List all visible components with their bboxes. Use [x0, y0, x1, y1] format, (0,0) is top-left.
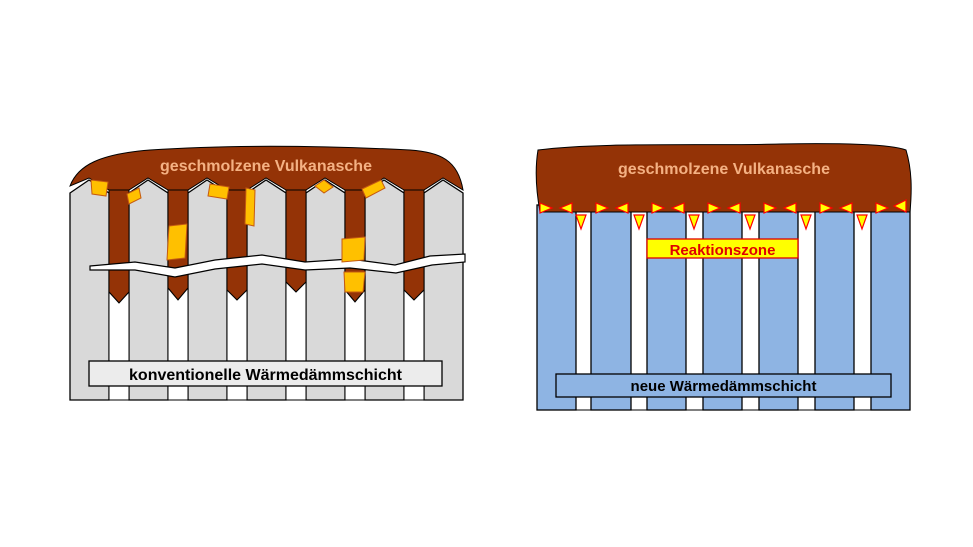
crack — [89, 253, 466, 278]
ash-gap — [403, 189, 425, 301]
reaction-zone-box — [646, 238, 799, 259]
ash-gap — [285, 189, 307, 293]
crystal — [90, 179, 109, 197]
crystal — [207, 183, 230, 200]
reaction-zone-label: Reaktionszone — [670, 242, 776, 259]
layer-label-box — [555, 373, 892, 398]
ash-label: geschmolzene Vulkanasche — [618, 161, 830, 178]
crystal — [361, 179, 386, 199]
crystal — [314, 179, 334, 194]
layer-label: konventionelle Wärmedämmschicht — [129, 367, 403, 384]
crystal — [343, 271, 366, 293]
crystal — [166, 223, 188, 261]
ash-gap — [108, 189, 130, 304]
layer-label: neue Wärmedämmschicht — [631, 378, 817, 395]
ash-gap — [226, 189, 248, 301]
reaction-triangles — [539, 199, 907, 231]
ash-label: geschmolzene Vulkanasche — [160, 158, 372, 175]
ash-top — [69, 145, 464, 191]
crystals — [90, 179, 386, 293]
crystal — [341, 236, 366, 263]
conventional-tbc-panel: geschmolzene Vulkanasche konventionelle … — [69, 145, 466, 401]
layer-label-box — [88, 360, 443, 387]
crystal — [126, 187, 142, 205]
crystal — [244, 187, 256, 227]
new-tbc-panel: geschmolzene Vulkanasche Reaktionszone n… — [535, 143, 912, 411]
